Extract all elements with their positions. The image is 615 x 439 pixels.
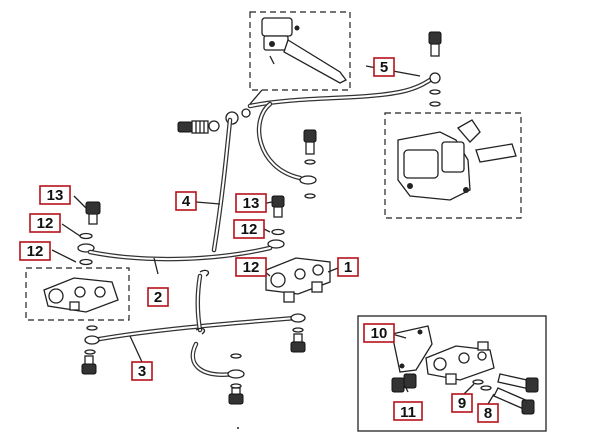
lever-leader-line — [249, 89, 263, 105]
caliper-bolt-icon — [428, 31, 442, 107]
brake-hose-3 — [91, 273, 299, 377]
lower-left-fitting-icon — [81, 325, 100, 375]
valve-assembly-inset-box — [357, 315, 547, 432]
callout-13-left-label: 13 — [47, 187, 64, 204]
lower-right-fitting-icon — [290, 313, 306, 353]
callout-12-b: 12 — [19, 241, 51, 261]
brake-lever-icon — [261, 17, 347, 84]
callout-12-b-label: 12 — [27, 243, 44, 260]
callout-2: 2 — [147, 287, 169, 307]
callout-1: 1 — [337, 257, 359, 277]
callout-12-d: 12 — [235, 257, 267, 277]
valve-inset-box — [25, 267, 130, 321]
brake-caliper-icon — [397, 119, 517, 201]
callout-4-label: 4 — [182, 193, 191, 210]
callout-3-label: 3 — [138, 363, 146, 380]
callout-11: 11 — [393, 401, 423, 421]
callout-5: 5 — [373, 57, 395, 77]
speck-mark — [237, 427, 239, 429]
callout-3: 3 — [131, 361, 153, 381]
callout-13-left: 13 — [39, 185, 71, 205]
callout-8-label: 8 — [484, 405, 492, 422]
callout-2-label: 2 — [154, 289, 162, 306]
lower-center-fitting-icon — [227, 353, 245, 405]
callout-11-label: 11 — [400, 404, 416, 421]
callout-13-center-label: 13 — [243, 195, 260, 212]
leader-lines — [51, 65, 495, 405]
brake-hose-4 — [211, 117, 233, 253]
proportioning-valve-icon — [265, 257, 331, 303]
center-bolt-icon — [299, 129, 317, 199]
callout-9: 9 — [451, 393, 473, 413]
callout-10-label: 10 — [371, 325, 388, 342]
callout-13-center: 13 — [235, 193, 267, 213]
valve-inset-icon — [43, 277, 119, 313]
callout-12-c-label: 12 — [241, 221, 258, 238]
callout-10: 10 — [363, 323, 395, 343]
brake-hose-5 — [247, 73, 439, 181]
callout-5-label: 5 — [380, 59, 388, 76]
callout-9-label: 9 — [458, 395, 466, 412]
callout-12-a: 12 — [29, 213, 61, 233]
brake-hose-2 — [87, 245, 273, 262]
callout-1-label: 1 — [344, 259, 352, 276]
callout-8: 8 — [477, 403, 499, 423]
callout-12-a-label: 12 — [37, 215, 54, 232]
callout-12-d-label: 12 — [243, 259, 260, 276]
lever-inset-box — [249, 11, 351, 91]
banjo-bolt-icon — [177, 108, 251, 134]
hose-break-mark — [199, 269, 210, 277]
center-bolt-13-icon — [267, 195, 285, 249]
callout-4: 4 — [175, 191, 197, 211]
callout-12-c: 12 — [233, 219, 265, 239]
hose-break-mark-2 — [195, 327, 206, 335]
